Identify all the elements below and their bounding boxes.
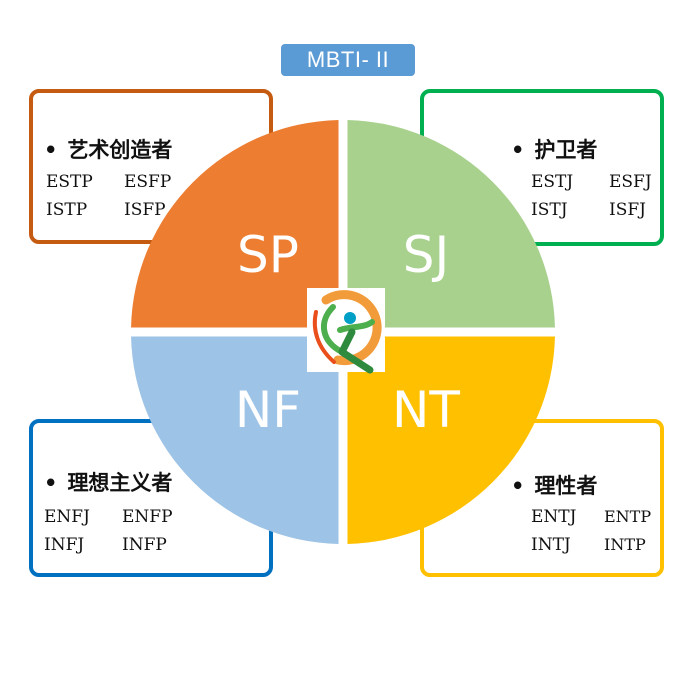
group-heading-sj: • 护卫者 — [511, 134, 597, 164]
type-label: ESTP — [46, 172, 93, 192]
type-label: INFJ — [44, 535, 85, 555]
type-label: INTP — [604, 535, 646, 554]
quadrant-sj — [347, 120, 555, 328]
group-name-sj: 护卫者 — [534, 138, 598, 162]
bullet: • — [44, 138, 58, 162]
group-heading-sp: • 艺术创造者 — [44, 134, 172, 164]
bullet: • — [44, 471, 58, 495]
group-name-nt: 理性者 — [534, 474, 598, 498]
quadrant-label-nt: NT — [392, 381, 460, 439]
bullet: • — [511, 138, 525, 162]
quadrant-nt — [347, 336, 555, 544]
person-swoosh-logo — [307, 288, 385, 374]
type-label: INTJ — [531, 535, 571, 555]
bullet: • — [511, 474, 525, 498]
group-name-nf: 理想主义者 — [67, 471, 173, 495]
group-name-sp: 艺术创造者 — [67, 138, 173, 162]
quadrant-label-sp: SP — [237, 226, 299, 284]
type-label: ISTJ — [531, 200, 568, 220]
type-label: ESFP — [124, 172, 172, 192]
type-label: ENFP — [122, 507, 173, 527]
group-heading-nf: • 理想主义者 — [44, 467, 172, 497]
type-label: ENTJ — [531, 507, 577, 527]
quadrant-label-nf: NF — [235, 381, 301, 439]
type-label: ISFJ — [609, 200, 646, 220]
type-label: ISTP — [46, 200, 88, 220]
type-label: ENFJ — [44, 507, 90, 527]
diagram-title: MBTI- II — [281, 44, 415, 76]
type-label: ESTJ — [531, 172, 574, 192]
quadrant-sp — [131, 120, 339, 328]
type-label: ESFJ — [609, 172, 652, 192]
group-heading-nt: • 理性者 — [511, 470, 597, 500]
quadrant-nf — [131, 336, 339, 544]
quadrant-label-sj: SJ — [403, 226, 449, 284]
type-label: ISFP — [124, 200, 166, 220]
type-label: ENTP — [604, 507, 652, 526]
type-label: INFP — [122, 535, 167, 555]
